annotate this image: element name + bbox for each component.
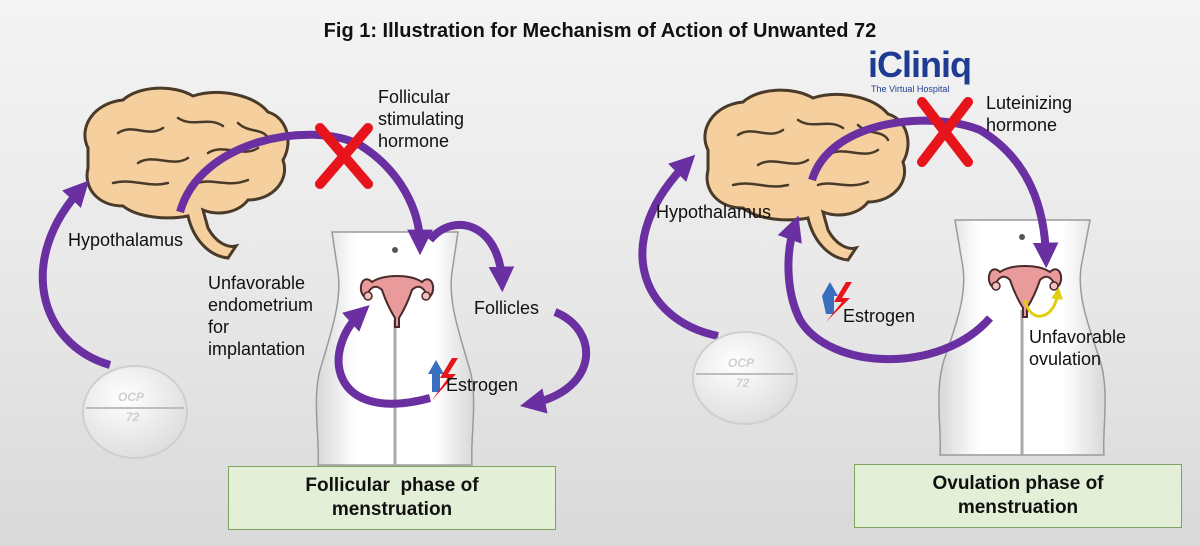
endometrium-label-line2: endometrium [208, 295, 314, 315]
phase-box-right-line2: menstruation [957, 497, 1079, 518]
hormone-label-left-line3: hormone [378, 131, 450, 151]
arrow-pill-to-hypothalamus-right [638, 154, 719, 340]
ovulation-label: Unfavorable ovulation [1029, 326, 1126, 370]
arrow-hypothalamus-to-uterus-right [808, 116, 1059, 269]
hormone-label-right: Luteinizing hormone [986, 92, 1072, 136]
pill-label-left-line2: 72 [126, 410, 140, 424]
estrogen-label-right: Estrogen [843, 306, 916, 326]
arrow-uterus-to-hypothalamus-right [777, 215, 994, 364]
pill-right [692, 331, 798, 425]
phase-box-left-line2: menstruation [331, 499, 453, 520]
arrow-uterus-to-follicles-left [426, 220, 515, 293]
phase-box-left-line1: Follicular phase of [305, 475, 479, 496]
hormone-label-right-line2: hormone [986, 115, 1058, 135]
hypothalamus-label-right: Hypothalamus [656, 202, 772, 222]
hormone-label-left-line2: stimulating [378, 109, 465, 129]
phase-box-right: Ovulation phase of menstruation [854, 464, 1182, 528]
phase-box-left: Follicular phase of menstruation [228, 466, 556, 530]
logo-name: iCliniq [868, 44, 972, 85]
pill-left [82, 365, 188, 459]
pill-label-right-line2: 72 [736, 376, 750, 390]
pill-label-left-line1: OCP [118, 390, 145, 404]
arrow-pill-to-hypothalamus-left [38, 180, 112, 369]
ovulation-blocked-arrow-icon [1023, 287, 1064, 318]
hormone-label-right-line1: Luteinizing [986, 93, 1073, 113]
estrogen-up-icon-left [428, 358, 458, 400]
endometrium-label-line3: for [208, 317, 230, 337]
estrogen-up-icon-right [822, 282, 852, 322]
pill-label-right-line1: OCP [728, 356, 755, 370]
hormone-label-left: Follicular stimulating hormone [378, 86, 464, 152]
endometrium-label: Unfavorable endometrium for implantation [208, 272, 313, 360]
iclinic-logo: iCliniq The Virtual Hospital [868, 44, 972, 95]
estrogen-label-left: Estrogen [446, 375, 519, 395]
brain-right [703, 88, 910, 262]
arrow-hypothalamus-to-uterus-left [176, 130, 433, 256]
figure-title: Fig 1: Illustration for Mechanism of Act… [323, 20, 877, 42]
arrow-follicles-to-estrogen-left [519, 308, 591, 414]
ovulation-label-line1: Unfavorable [1029, 327, 1127, 347]
follicles-label: Follicles [474, 298, 540, 318]
hormone-label-left-line1: Follicular [378, 87, 451, 107]
ovulation-label-line2: ovulation [1029, 349, 1102, 369]
hypothalamus-label-left: Hypothalamus [68, 230, 184, 250]
cross-icon-left [315, 123, 373, 189]
endometrium-label-line4: implantation [208, 339, 306, 359]
logo-tagline: The Virtual Hospital [871, 84, 950, 94]
arrow-estrogen-to-uterus-left [334, 305, 432, 408]
phase-box-right-line1: Ovulation phase of [932, 473, 1104, 494]
endometrium-label-line1: Unfavorable [208, 273, 306, 293]
uterus-left [359, 275, 435, 328]
cross-icon-right [917, 97, 973, 167]
